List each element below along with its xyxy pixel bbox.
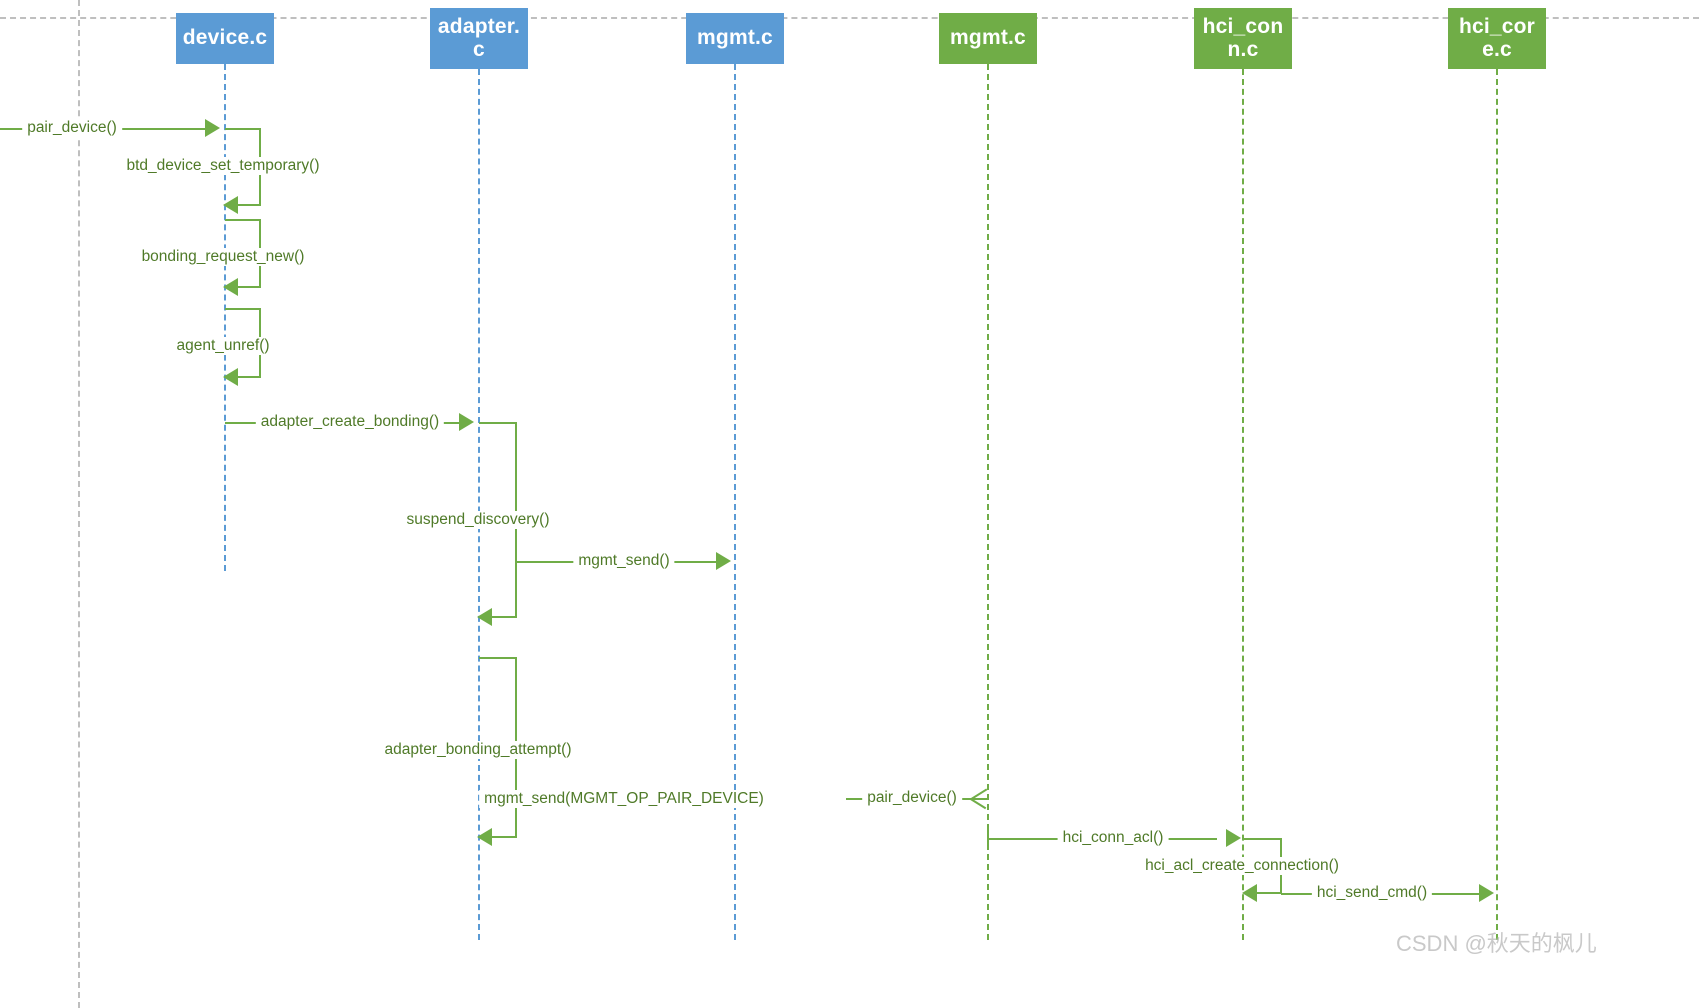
guide-line-horizontal bbox=[0, 17, 1699, 19]
message-m8-arrowhead bbox=[477, 828, 492, 846]
message-m3-label: bonding_request_new() bbox=[136, 248, 310, 266]
lifeline-hci-conn-c bbox=[1242, 69, 1244, 940]
message-m2-arrowhead bbox=[223, 196, 238, 214]
lifeline-mgmt-c-kernel bbox=[987, 64, 989, 940]
message-m7-arrowhead bbox=[716, 552, 731, 570]
participant-hci-conn-c[interactable]: hci_conn.c bbox=[1194, 8, 1292, 69]
message-m4-arrowhead bbox=[223, 368, 238, 386]
participant-label: adapter.c bbox=[437, 15, 521, 61]
guide-line-vertical bbox=[78, 0, 80, 1008]
message-m3-arrowhead bbox=[223, 278, 238, 296]
lifeline-adapter-c bbox=[478, 69, 480, 940]
participant-adapter-c[interactable]: adapter.c bbox=[430, 8, 528, 69]
lifeline-mgmt-c-userspace bbox=[734, 64, 736, 940]
message-m4-bottom bbox=[236, 376, 261, 378]
message-m1-label: pair_device() bbox=[22, 119, 122, 137]
message-m12-top bbox=[1243, 838, 1282, 840]
message-m12-label: hci_acl_create_connection() bbox=[1140, 857, 1344, 875]
message-m8-top bbox=[479, 657, 517, 659]
message-m5-label: adapter_create_bonding() bbox=[255, 413, 445, 431]
message-m6-arrowhead bbox=[477, 608, 492, 626]
message-m12-arrowhead bbox=[1242, 884, 1257, 902]
message-m4-top bbox=[225, 308, 261, 310]
message-m2-label: btd_device_set_temporary() bbox=[121, 157, 325, 175]
message-m11-label: hci_conn_acl() bbox=[1057, 829, 1169, 847]
message-m10-label: pair_device() bbox=[862, 789, 962, 807]
participant-mgmt-c-kernel[interactable]: mgmt.c bbox=[939, 13, 1037, 64]
participant-label: device.c bbox=[182, 26, 268, 50]
message-m11-origin-tick bbox=[987, 830, 989, 846]
lifeline-device-c bbox=[224, 64, 226, 571]
message-m11-arrowhead bbox=[1226, 829, 1241, 847]
arrow-open-stroke-upper bbox=[971, 788, 988, 800]
participant-hci-core-c[interactable]: hci_core.c bbox=[1448, 8, 1546, 69]
message-m9-label: mgmt_send(MGMT_OP_PAIR_DEVICE) bbox=[479, 790, 769, 808]
message-m13-label: hci_send_cmd() bbox=[1311, 884, 1433, 902]
message-m8-bottom bbox=[490, 836, 517, 838]
message-m2-top bbox=[225, 128, 261, 130]
participant-label: hci_core.c bbox=[1458, 15, 1536, 61]
message-m4-label: agent_unref() bbox=[171, 337, 275, 355]
participant-label: mgmt.c bbox=[950, 26, 1026, 50]
message-m3-bottom bbox=[236, 286, 261, 288]
message-m3-top bbox=[225, 219, 261, 221]
message-m6-top bbox=[479, 422, 517, 424]
message-m8-label: adapter_bonding_attempt() bbox=[379, 741, 577, 759]
lifeline-hci-core-c bbox=[1496, 69, 1498, 940]
message-m7-label: mgmt_send() bbox=[573, 552, 675, 570]
message-m5-arrowhead bbox=[459, 413, 474, 431]
message-m10-arrowhead bbox=[969, 788, 988, 810]
message-m6-label: suspend_discovery() bbox=[401, 511, 555, 529]
participant-label: mgmt.c bbox=[697, 26, 773, 50]
message-m2-bottom bbox=[236, 204, 261, 206]
message-m1-arrowhead bbox=[205, 119, 220, 137]
message-m6-bottom bbox=[490, 616, 517, 618]
arrow-open-stroke-lower bbox=[969, 798, 987, 810]
message-m13-arrowhead bbox=[1479, 884, 1494, 902]
message-m12-bottom bbox=[1255, 892, 1282, 894]
participant-label: hci_conn.c bbox=[1202, 15, 1284, 61]
participant-mgmt-c-userspace[interactable]: mgmt.c bbox=[686, 13, 784, 64]
participant-device-c[interactable]: device.c bbox=[176, 13, 274, 64]
watermark-text: CSDN @秋天的枫儿 bbox=[1396, 931, 1597, 956]
